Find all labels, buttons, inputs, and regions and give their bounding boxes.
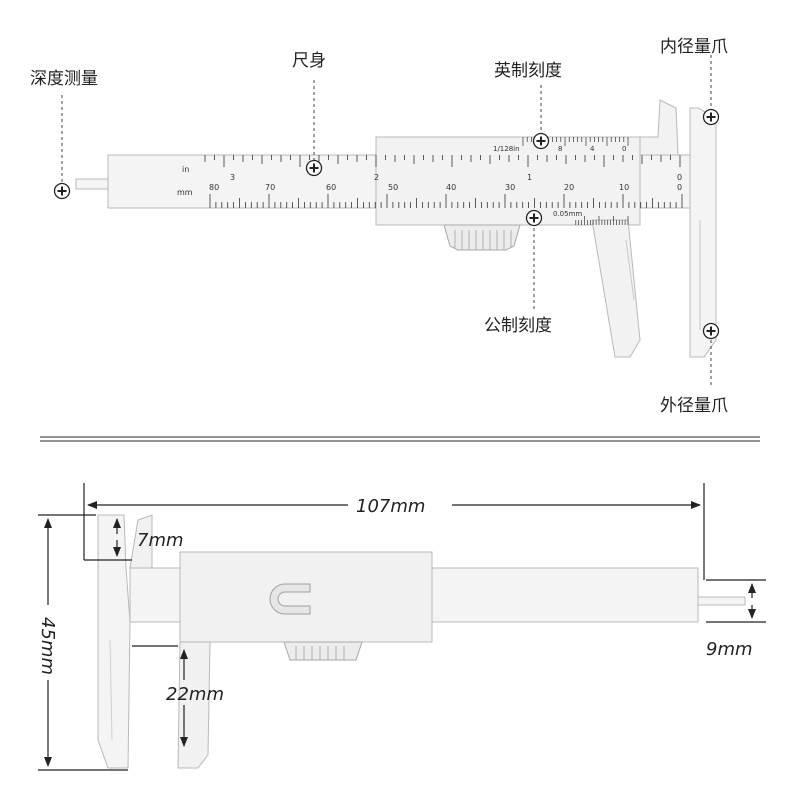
bottom-depth-rod	[696, 596, 746, 606]
inch-number-0: 0	[677, 173, 682, 182]
dimension-lines	[38, 483, 766, 771]
outer-jaw-dimension: 22mm	[166, 684, 224, 705]
fixed-jaw	[689, 107, 717, 358]
top-caliper: in mm 3 2 1 0 80 70 60 50 40 30 20 10 0 …	[75, 99, 717, 358]
inch-number-1: 1	[527, 173, 532, 182]
inch-resolution-label: 1/128in	[493, 145, 520, 153]
crosshair-plus-icon	[702, 108, 720, 126]
bottom-slider-inner-jaw	[129, 514, 153, 569]
metric-scale-label: 公制刻度	[484, 316, 552, 336]
vernier-slider	[375, 136, 641, 226]
mm-number-10: 10	[619, 183, 629, 192]
bottom-fixed-jaw	[97, 514, 131, 769]
inner-jaw-dimension: 7mm	[137, 530, 184, 551]
inner-jaw-label: 内径量爪	[660, 37, 728, 57]
crosshair-plus-icon	[702, 322, 720, 340]
vernier-inch-0: 0	[622, 145, 626, 153]
mm-unit-label: mm	[177, 188, 193, 197]
markers	[53, 108, 720, 340]
mm-number-0: 0	[677, 183, 682, 192]
mm-number-80: 80	[209, 183, 219, 192]
vernier-inch-8: 8	[558, 145, 562, 153]
mm-number-20: 20	[564, 183, 574, 192]
slider-inner-jaw	[639, 99, 679, 156]
crosshair-plus-icon	[525, 209, 543, 227]
vernier-inch-4: 4	[590, 145, 595, 153]
mm-ticks	[209, 194, 683, 208]
imperial-scale-label: 英制刻度	[494, 61, 562, 81]
crosshair-plus-icon	[532, 132, 550, 150]
mm-number-40: 40	[446, 183, 456, 192]
mm-number-70: 70	[265, 183, 275, 192]
outer-jaw-label: 外径量爪	[660, 396, 728, 416]
inch-ticks	[204, 155, 681, 167]
inch-number-3: 3	[230, 173, 235, 182]
bottom-slider-outer-jaw	[177, 641, 211, 769]
depth-rod	[75, 178, 111, 190]
vernier-resolution-label: 0.05mm	[553, 210, 582, 218]
thumb-slot	[269, 583, 311, 615]
bottom-slider	[179, 551, 433, 643]
inch-unit-label: in	[182, 165, 189, 174]
callout-leaders	[61, 55, 712, 388]
mm-number-60: 60	[326, 183, 336, 192]
dimensioned-caliper	[97, 514, 746, 769]
depth-measure-label: 深度测量	[30, 69, 98, 89]
depth-rod-dimension: 9mm	[706, 639, 753, 660]
mm-number-50: 50	[388, 183, 398, 192]
height-dimension: 45mm	[37, 617, 58, 675]
crosshair-plus-icon	[305, 159, 323, 177]
inch-number-2: 2	[374, 173, 379, 182]
ruler-body-label: 尺身	[292, 51, 326, 71]
thumb-wheel	[443, 224, 521, 251]
mm-number-30: 30	[505, 183, 515, 192]
length-dimension: 107mm	[356, 496, 425, 517]
crosshair-plus-icon	[53, 182, 71, 200]
